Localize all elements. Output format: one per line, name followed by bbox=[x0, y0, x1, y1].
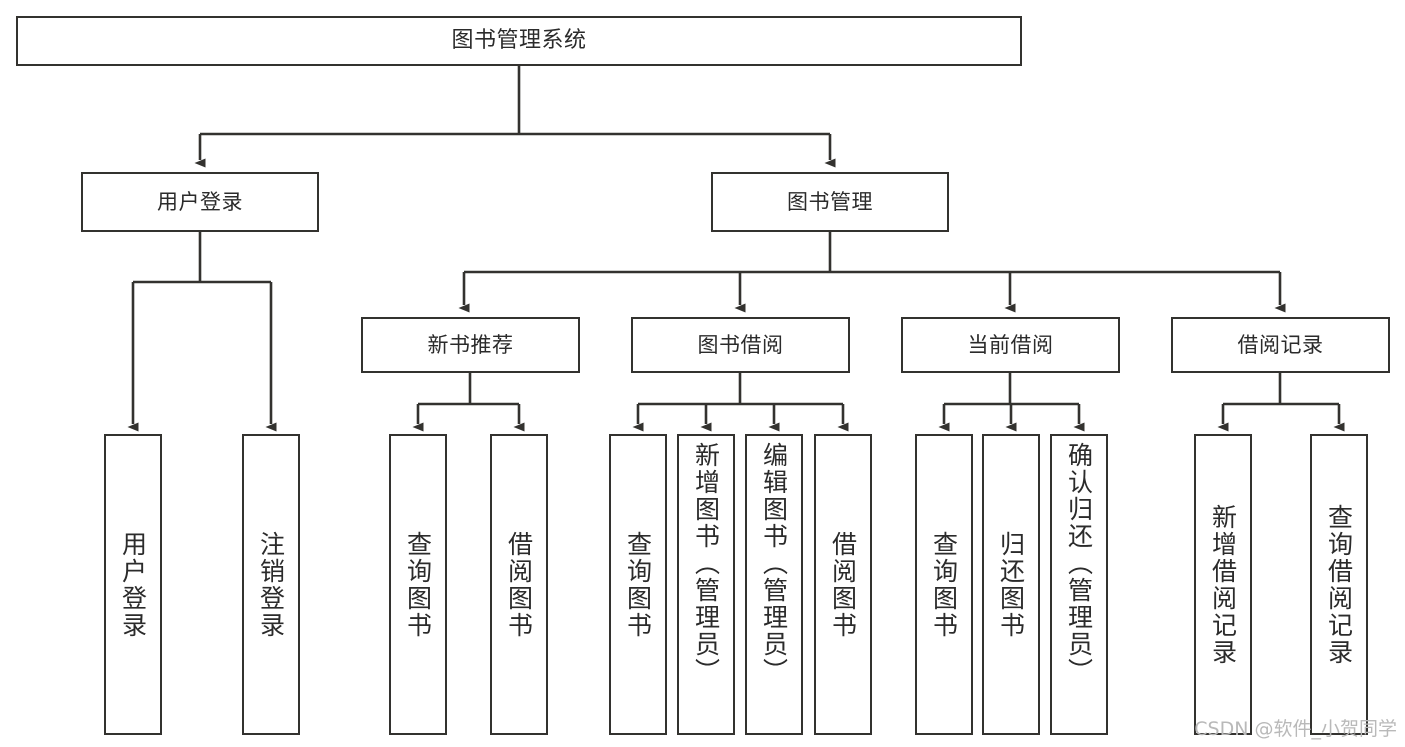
node-leaf-borrow-book-bor[interactable]: 借阅图书 bbox=[814, 434, 872, 735]
node-leaf-query-book-bor-label: 查询图书 bbox=[623, 530, 653, 639]
node-new-book-recommend-label: 新书推荐 bbox=[427, 332, 514, 357]
node-leaf-borrow-book-rec-label: 借阅图书 bbox=[504, 530, 534, 639]
node-user-login[interactable]: 用户登录 bbox=[81, 172, 319, 232]
node-book-borrow-label: 图书借阅 bbox=[697, 332, 784, 357]
node-leaf-query-book-bor[interactable]: 查询图书 bbox=[609, 434, 667, 735]
node-leaf-return-book[interactable]: 归还图书 bbox=[982, 434, 1040, 735]
node-leaf-add-borrow-record[interactable]: 新增借阅记录 bbox=[1194, 434, 1252, 735]
node-leaf-add-book-admin-label: 新增图书（管理员） bbox=[691, 442, 721, 685]
node-leaf-query-book-rec[interactable]: 查询图书 bbox=[389, 434, 447, 735]
node-leaf-query-borrow-record[interactable]: 查询借阅记录 bbox=[1310, 434, 1368, 735]
node-borrow-record-label: 借阅记录 bbox=[1237, 332, 1324, 357]
node-new-book-recommend[interactable]: 新书推荐 bbox=[361, 317, 580, 373]
node-leaf-logout[interactable]: 注销登录 bbox=[242, 434, 300, 735]
node-book-manage-label: 图书管理 bbox=[787, 189, 873, 214]
node-root[interactable]: 图书管理系统 bbox=[16, 16, 1022, 66]
node-leaf-user-login[interactable]: 用户登录 bbox=[104, 434, 162, 735]
node-leaf-query-book-cur-label: 查询图书 bbox=[929, 530, 959, 639]
node-book-borrow[interactable]: 图书借阅 bbox=[631, 317, 850, 373]
node-current-borrow-label: 当前借阅 bbox=[967, 332, 1054, 357]
node-leaf-return-book-label: 归还图书 bbox=[996, 530, 1026, 639]
node-leaf-query-book-cur[interactable]: 查询图书 bbox=[915, 434, 973, 735]
node-leaf-borrow-book-rec[interactable]: 借阅图书 bbox=[490, 434, 548, 735]
node-leaf-confirm-return-admin[interactable]: 确认归还（管理员） bbox=[1050, 434, 1108, 735]
node-leaf-add-book-admin[interactable]: 新增图书（管理员） bbox=[677, 434, 735, 735]
node-leaf-edit-book-admin-label: 编辑图书（管理员） bbox=[759, 442, 789, 685]
node-borrow-record[interactable]: 借阅记录 bbox=[1171, 317, 1390, 373]
node-leaf-borrow-book-bor-label: 借阅图书 bbox=[828, 530, 858, 639]
node-leaf-add-borrow-record-label: 新增借阅记录 bbox=[1208, 503, 1238, 666]
node-leaf-query-borrow-record-label: 查询借阅记录 bbox=[1324, 503, 1354, 666]
node-leaf-user-login-label: 用户登录 bbox=[118, 530, 148, 639]
node-root-label: 图书管理系统 bbox=[451, 28, 587, 54]
node-user-login-label: 用户登录 bbox=[157, 189, 243, 214]
node-current-borrow[interactable]: 当前借阅 bbox=[901, 317, 1120, 373]
node-leaf-query-book-rec-label: 查询图书 bbox=[403, 530, 433, 639]
node-leaf-logout-label: 注销登录 bbox=[256, 530, 286, 639]
csdn-watermark: CSDN @软件_小贺同学 bbox=[1194, 718, 1397, 740]
node-book-manage[interactable]: 图书管理 bbox=[711, 172, 949, 232]
node-leaf-confirm-return-admin-label: 确认归还（管理员） bbox=[1064, 442, 1094, 685]
node-leaf-edit-book-admin[interactable]: 编辑图书（管理员） bbox=[745, 434, 803, 735]
